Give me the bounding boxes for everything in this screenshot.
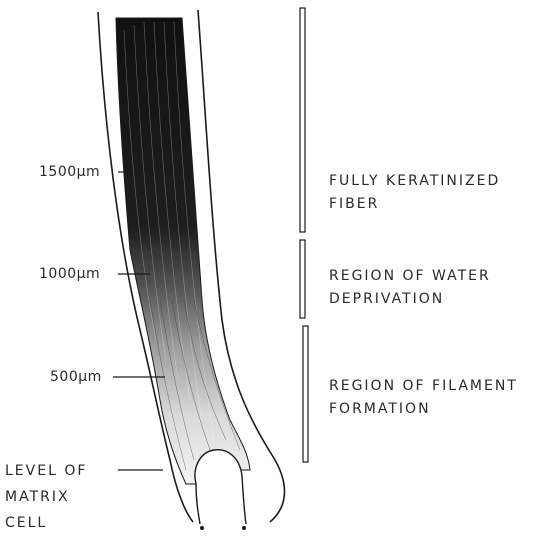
region-water-label: REGION OF WATER DEPRIVATION (329, 265, 491, 311)
matrix-label-line2: MATRIX (5, 484, 87, 510)
region-water-line1: REGION OF WATER (329, 265, 491, 288)
matrix-label-line3: CELL (5, 510, 87, 536)
base-dot-left (200, 526, 204, 530)
region-water-line2: DEPRIVATION (329, 288, 491, 311)
region-keratinized-line1: FULLY KERATINIZED (329, 170, 500, 193)
papilla-left-edge (196, 484, 200, 524)
matrix-label-line1: LEVEL OF (5, 458, 87, 484)
fiber-core (116, 18, 250, 484)
region-filament-line1: REGION OF FILAMENT (329, 375, 518, 398)
matrix-cell-label: LEVEL OF MATRIX CELL (5, 458, 87, 536)
bracket-filament-formation (303, 326, 308, 462)
base-dot-right (242, 526, 246, 530)
bracket-water-deprivation (300, 240, 305, 318)
depth-label-1500: 1500µm (39, 163, 100, 182)
depth-label-500: 500µm (50, 368, 102, 387)
region-filament-label: REGION OF FILAMENT FORMATION (329, 375, 518, 421)
bracket-keratinized (300, 8, 305, 232)
depth-label-1000: 1000µm (39, 265, 100, 284)
region-keratinized-line2: FIBER (329, 193, 500, 216)
region-filament-line2: FORMATION (329, 398, 518, 421)
region-keratinized-label: FULLY KERATINIZED FIBER (329, 170, 500, 216)
